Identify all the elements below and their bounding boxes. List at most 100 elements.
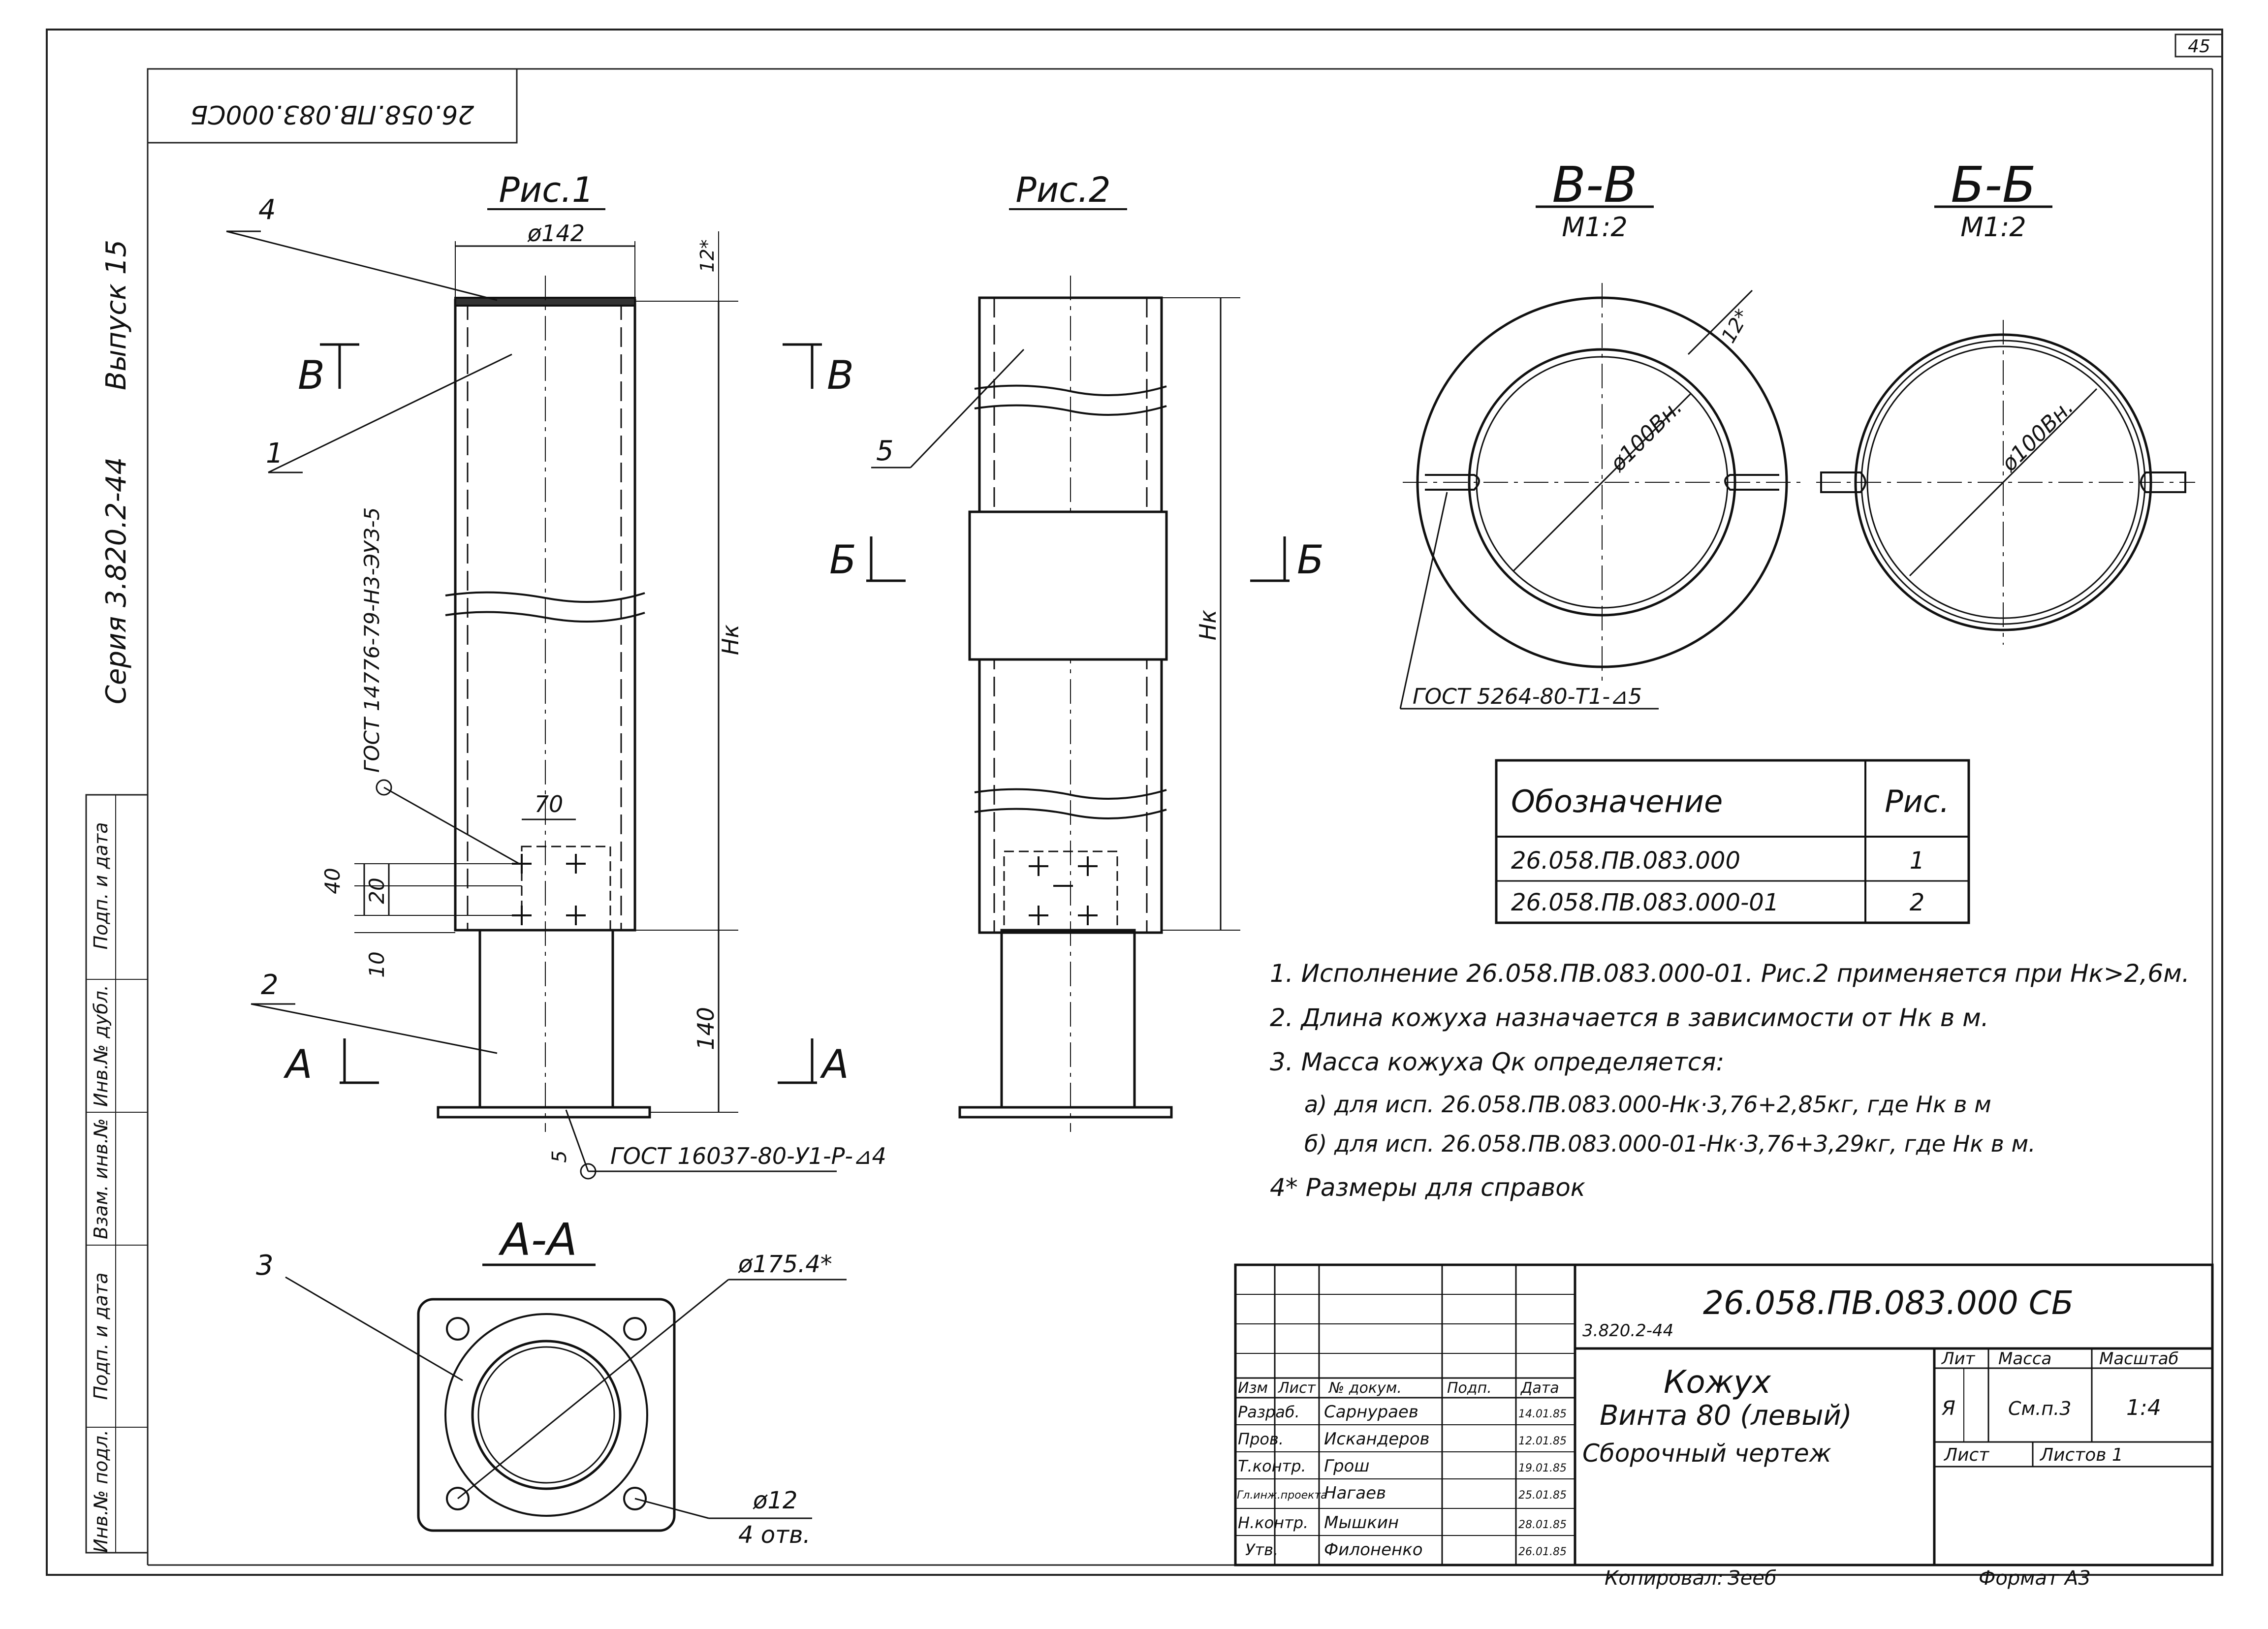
section-aa-holes: ø12 (753, 1487, 797, 1514)
fig1-title: Рис.1 (499, 170, 594, 210)
tb-role: Разраб. (1238, 1403, 1300, 1421)
side-strip-label: Инв.№ дубл. (90, 985, 112, 1107)
variants-row-code: 26.058.ПВ.083.000-01 (1511, 889, 1779, 916)
tb-col-list: Лист (1278, 1379, 1317, 1397)
side-strip-label: Взам. инв.№ (90, 1118, 112, 1239)
issue-label: Выпуск 15 (100, 240, 132, 390)
section-vv-weld: ГОСТ 5264-80-Т1-⊿5 (1413, 684, 1642, 709)
section-aa-title: А-А (498, 1214, 577, 1266)
section-bb-dia: ø100Вн. (1996, 395, 2079, 477)
tb-doc-type: Сборочный чертеж (1582, 1439, 1831, 1468)
tb-mass-head: Масса (1998, 1349, 2051, 1369)
variants-head-designation: Обозначение (1511, 783, 1723, 819)
fig1-pos2: 2 (261, 969, 279, 1001)
tb-lit: Я (1941, 1397, 1955, 1420)
tb-lit-head: Лит (1941, 1349, 1976, 1369)
title-block (1234, 1263, 2214, 1566)
section-aa: А-А 3 ø175.4* ø12 4 отв. (256, 1214, 847, 1549)
section-bb-title: Б-Б (1951, 156, 2036, 214)
note-line: 3. Масса кожуха Qк определяется: (1270, 1048, 1724, 1076)
tb-col-date: Дата (1520, 1379, 1559, 1397)
tb-role: Утв. (1245, 1540, 1278, 1559)
tb-series: 3.820.2-44 (1582, 1321, 1673, 1341)
tb-col-sign: Подп. (1447, 1379, 1492, 1397)
fig1-hk: Нк (717, 625, 744, 656)
figure-2: Рис.2 Нк 5 Б Б (829, 170, 1324, 1132)
section-vv: В-В М1:2 ø100Вн. 12* ГОСТ 5264-80-Т1-⊿5 (1399, 156, 1801, 710)
page-number-box (2174, 33, 2223, 58)
side-strip-label: Инв.№ подл. (90, 1430, 112, 1553)
fig1-dim-5: 5 (548, 1150, 571, 1162)
fig1-weld-top: ГОСТ 14776-79-Н3-ЭУЗ-5 (360, 507, 384, 773)
page-number: 45 (2188, 36, 2210, 57)
fig1-dia: ø142 (527, 220, 585, 247)
note-line: 4* Размеры для справок (1270, 1173, 1585, 1202)
figure-1: Рис.1 ø142 Нк 140 12* (226, 170, 886, 1180)
tb-date: 19.01.85 (1518, 1462, 1567, 1474)
tb-role: Н.контр. (1238, 1513, 1308, 1532)
notes: 1. Исполнение 26.058.ПВ.083.000-01. Рис.… (1270, 959, 2190, 1202)
stamp-code: 26.058.ПВ.083.000СБ (190, 99, 474, 129)
copied-sign: Зееб (1728, 1567, 1777, 1590)
tb-col-doc: № докум. (1328, 1379, 1402, 1397)
fig1-dim-140: 140 (693, 1007, 719, 1050)
tb-person: Нагаев (1324, 1483, 1386, 1503)
tb-mass: См.п.3 (2008, 1398, 2071, 1419)
fig1-sec-v-left: В (298, 352, 325, 398)
variants-head-fig: Рис. (1885, 783, 1949, 819)
tb-code: 26.058.ПВ.083.000 СБ (1703, 1284, 2074, 1322)
section-vv-dia: ø100Вн. (1605, 395, 1687, 477)
fig1-thk: 12* (696, 239, 718, 272)
fig2-sec-b-left: Б (829, 537, 856, 583)
variants-row-fig: 1 (1910, 847, 1925, 875)
section-aa-dia: ø175.4* (738, 1251, 832, 1278)
section-aa-holes-count: 4 отв. (738, 1521, 811, 1549)
note-line: 1. Исполнение 26.058.ПВ.083.000-01. Рис.… (1270, 959, 2190, 988)
tb-scale: 1:4 (2126, 1395, 2161, 1420)
section-vv-scale: М1:2 (1562, 212, 1628, 243)
copied-by: Копировал: (1605, 1567, 1724, 1590)
fig2-pos5: 5 (876, 435, 894, 467)
tb-role: Т.контр. (1238, 1457, 1306, 1475)
tb-name-1: Кожух (1664, 1364, 1771, 1401)
tb-sheets-head: Листов 1 (2039, 1445, 2123, 1465)
fig1-dim-70: 70 (535, 791, 564, 817)
fig1-sec-a-left: А (283, 1041, 313, 1087)
title-block-text: 3.820.2-44 26.058.ПВ.083.000 СБ Кожух Ви… (1237, 1284, 2179, 1560)
section-vv-title: В-В (1552, 156, 1637, 214)
tb-person: Филоненко (1324, 1540, 1423, 1560)
tb-date: 25.01.85 (1518, 1489, 1567, 1502)
tb-role: Пров. (1238, 1430, 1284, 1448)
fig1-pos1: 1 (266, 438, 284, 470)
note-line: 2. Длина кожуха назначается в зависимост… (1270, 1003, 1989, 1032)
tb-date: 12.01.85 (1518, 1435, 1567, 1447)
tb-date: 28.01.85 (1518, 1519, 1567, 1531)
section-aa-pos3: 3 (256, 1250, 274, 1282)
tb-role: Гл.инж.проекта (1237, 1489, 1327, 1502)
side-strip-label: Подп. и дата (90, 822, 112, 950)
tb-date: 14.01.85 (1518, 1408, 1567, 1420)
tb-scale-head: Масштаб (2099, 1349, 2179, 1369)
variants-table: Обозначение Рис. 26.058.ПВ.083.000 1 26.… (1495, 759, 1970, 924)
tb-col-izm: Изм (1238, 1379, 1268, 1397)
variants-row-fig: 2 (1910, 889, 1925, 916)
tb-person: Сарнураев (1324, 1402, 1418, 1422)
fig1-dim-40: 40 (320, 868, 345, 894)
tb-person: Мышкин (1324, 1513, 1399, 1533)
format-label: Формат А3 (1979, 1567, 2091, 1590)
section-vv-thk: 12* (1717, 306, 1754, 347)
tb-name-2: Винта 80 (левый) (1600, 1400, 1852, 1432)
note-line: б) для исп. 26.058.ПВ.083.000-01-Нк·3,76… (1304, 1130, 2036, 1157)
variants-row-code: 26.058.ПВ.083.000 (1511, 847, 1740, 875)
section-bb: Б-Б М1:2 ø100Вн. (1816, 156, 2195, 645)
side-strip-label: Подп. и дата (90, 1273, 112, 1400)
tb-date: 26.01.85 (1518, 1546, 1567, 1558)
fig2-sec-b-right: Б (1297, 537, 1324, 583)
fig1-dim-10: 10 (365, 951, 389, 977)
fig2-hk: Нк (1195, 610, 1221, 641)
note-line: а) для исп. 26.058.ПВ.083.000-Нк·3,76+2,… (1304, 1091, 1991, 1118)
tb-person: Грош (1324, 1456, 1369, 1476)
fig1-pos4: 4 (258, 194, 276, 226)
fig1-dim-20: 20 (365, 877, 389, 904)
fig1-weld-bottom: ГОСТ 16037-80-У1-Р-⊿4 (610, 1143, 886, 1169)
